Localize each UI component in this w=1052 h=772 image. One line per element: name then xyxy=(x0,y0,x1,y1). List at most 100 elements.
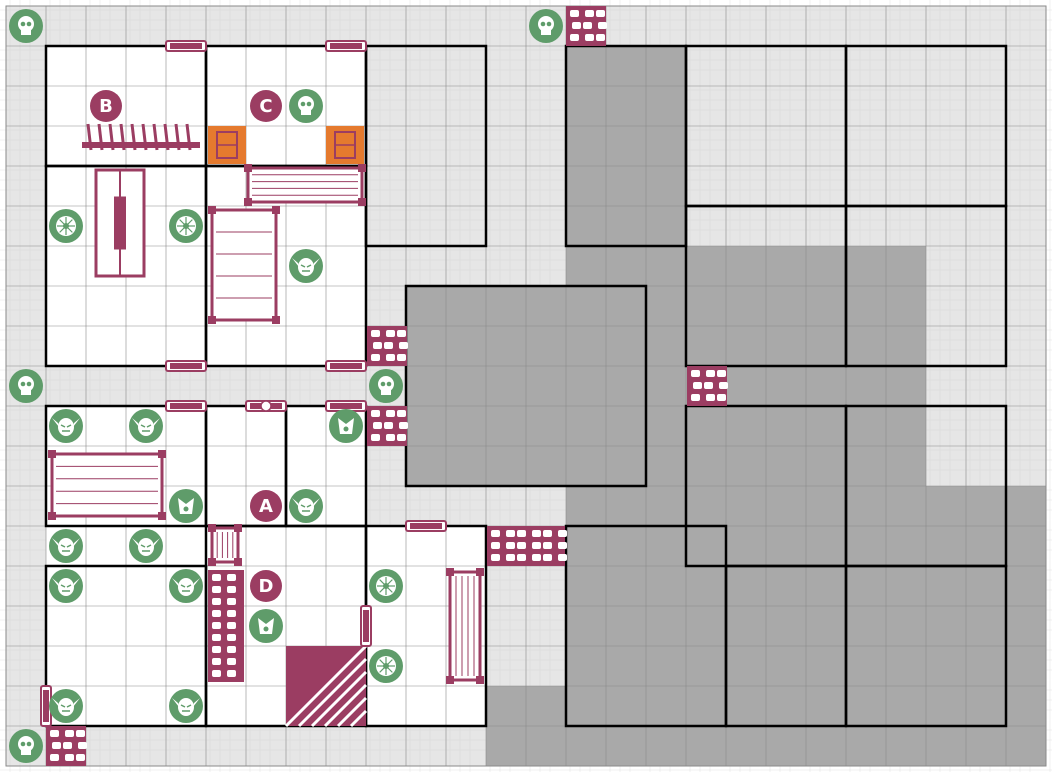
label-badge xyxy=(250,90,282,122)
blocked-square-icon xyxy=(487,526,567,566)
rack-bar xyxy=(82,142,200,148)
rubble-stone xyxy=(227,646,236,653)
chaos-warrior-token-icon[interactable] xyxy=(249,609,283,643)
fimir-eye xyxy=(63,223,69,229)
rubble-stone xyxy=(543,530,552,537)
goblin-token-icon[interactable] xyxy=(289,249,323,283)
rubble-stone xyxy=(371,330,380,337)
rubble-stone xyxy=(63,742,72,749)
skull-head xyxy=(538,16,554,32)
skull-token-icon[interactable] xyxy=(529,9,563,43)
orc-token-icon[interactable] xyxy=(49,569,83,603)
trap-icon xyxy=(208,126,246,164)
room-wall xyxy=(204,164,368,368)
rubble-stone xyxy=(212,574,221,581)
rubble-stone xyxy=(371,410,380,417)
rubble-stone xyxy=(50,754,59,761)
stair-step xyxy=(349,709,368,728)
door-icon[interactable] xyxy=(405,520,447,532)
label-letter: D xyxy=(259,576,274,597)
creature-brow xyxy=(66,704,72,708)
rubble-stone xyxy=(719,382,728,389)
skull-head xyxy=(18,16,34,32)
creature-brow xyxy=(306,264,312,268)
orc-token-icon[interactable] xyxy=(129,529,163,563)
fimir-eye xyxy=(183,223,189,229)
creature-head xyxy=(298,258,314,276)
fimir-token-icon[interactable] xyxy=(49,209,83,243)
skull-token-icon[interactable] xyxy=(9,729,43,763)
rubble-stone xyxy=(212,658,221,665)
rubble-stone xyxy=(384,342,393,349)
goblin-token-icon[interactable] xyxy=(289,489,323,523)
furniture-leg xyxy=(158,450,166,458)
door-icon[interactable] xyxy=(165,40,207,52)
creature-brow xyxy=(186,584,192,588)
skull-jaw xyxy=(21,389,31,395)
rock-area xyxy=(566,46,686,246)
orc-token-icon[interactable] xyxy=(169,689,203,723)
door-leaf xyxy=(410,523,442,529)
chaos-warrior-token-icon[interactable] xyxy=(169,489,203,523)
skull-eye xyxy=(300,101,306,107)
rubble-stone xyxy=(212,646,221,653)
rubble-stone xyxy=(212,622,221,629)
rubble-stone xyxy=(691,394,700,401)
skull-token-icon[interactable] xyxy=(369,369,403,403)
creature-brow xyxy=(180,704,186,708)
door-leaf xyxy=(43,690,49,722)
fimir-token-icon[interactable] xyxy=(369,569,403,603)
creature-brow xyxy=(60,424,66,428)
board-border xyxy=(5,5,1047,767)
chaos-warrior-token-icon[interactable] xyxy=(329,409,363,443)
torture-rack-icon xyxy=(94,168,146,278)
rubble-stone xyxy=(517,530,526,537)
label-badge xyxy=(250,570,282,602)
door-icon[interactable] xyxy=(325,360,367,372)
label-badge xyxy=(90,90,122,122)
table-icon xyxy=(208,206,280,324)
skull-eye xyxy=(20,21,26,27)
rubble-stone xyxy=(583,22,592,29)
skull-jaw xyxy=(301,109,311,115)
door-icon[interactable] xyxy=(325,40,367,52)
door-icon[interactable] xyxy=(360,605,372,647)
fimir-token-icon[interactable] xyxy=(369,649,403,683)
orc-token-icon[interactable] xyxy=(169,569,203,603)
rubble-stone xyxy=(227,598,236,605)
skull-token-icon[interactable] xyxy=(289,89,323,123)
door-leaf xyxy=(330,43,362,49)
rubble-stone xyxy=(543,554,552,561)
rubble-stone xyxy=(373,422,382,429)
furniture-leg xyxy=(234,558,242,566)
skull-token-icon[interactable] xyxy=(9,369,43,403)
skull-head xyxy=(18,376,34,392)
door-icon[interactable] xyxy=(165,360,207,372)
door-icon[interactable] xyxy=(165,400,207,412)
rubble-stone xyxy=(570,34,579,41)
rubble-stone xyxy=(572,22,581,29)
door-leaf xyxy=(170,363,202,369)
rubble-stone xyxy=(52,742,61,749)
skull-eye xyxy=(26,381,32,387)
bookcase-icon xyxy=(446,568,484,684)
furniture-frame xyxy=(210,526,240,564)
furniture-leg xyxy=(358,198,366,206)
room-label-b: B xyxy=(90,90,122,122)
door-icon[interactable] xyxy=(245,400,287,412)
creature-brow xyxy=(180,584,186,588)
skull-token-icon[interactable] xyxy=(9,9,43,43)
rack-weapon xyxy=(119,123,126,151)
blocked-square-icon xyxy=(208,570,244,682)
warrior-helm xyxy=(258,618,274,634)
orc-token-icon[interactable] xyxy=(49,689,83,723)
fimir-token-icon[interactable] xyxy=(169,209,203,243)
rack-weapon xyxy=(97,123,104,151)
orc-token-icon[interactable] xyxy=(49,529,83,563)
orc-token-icon[interactable] xyxy=(129,409,163,443)
creature-head xyxy=(58,578,74,596)
rubble-stone xyxy=(491,530,500,537)
rubble-stone xyxy=(506,530,515,537)
orc-token-icon[interactable] xyxy=(49,409,83,443)
